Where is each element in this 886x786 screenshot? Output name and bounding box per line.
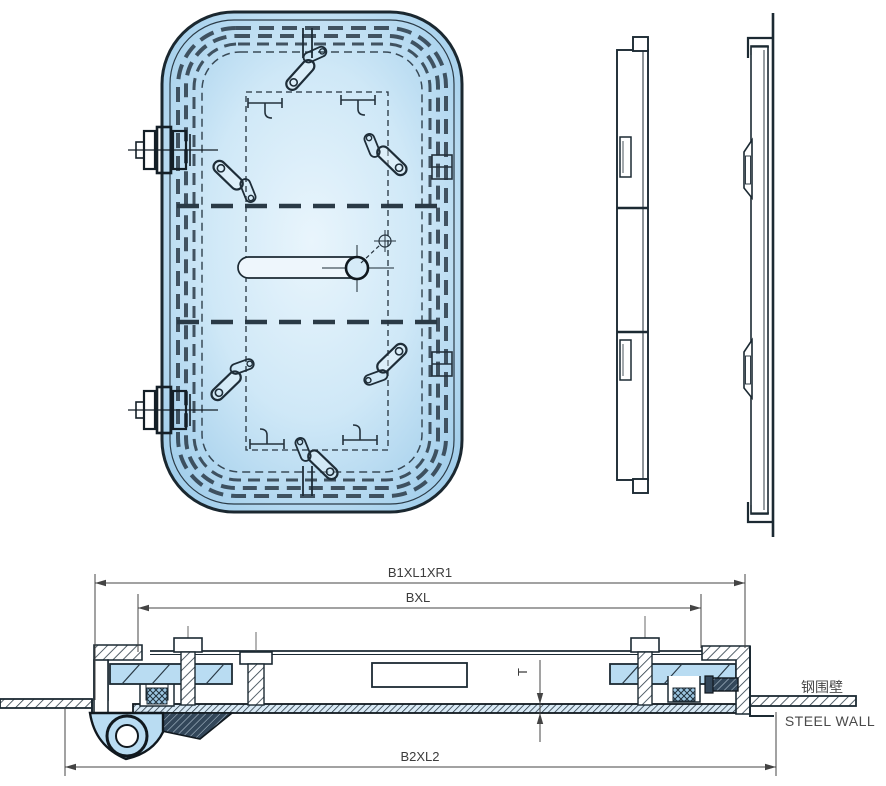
section-view (0, 616, 857, 761)
dim-bxl (137, 594, 702, 652)
hinge-bottom (128, 385, 218, 435)
dimensions (64, 574, 777, 776)
frame-right (701, 645, 774, 717)
handle-boss-section (371, 662, 468, 688)
stiffener-lines (177, 203, 448, 325)
dim-b1xl1xr1 (94, 574, 746, 700)
steel-wall-right (747, 695, 857, 707)
edge-clips (431, 154, 453, 377)
steel-wall-left (0, 698, 93, 709)
clamp-left (109, 626, 273, 706)
dim-b2xl2 (64, 708, 777, 776)
side-dog-tab-upper (743, 137, 753, 201)
door-handle (237, 230, 396, 292)
label-steel-wall-cn: 钢围壁 (801, 679, 843, 695)
label-dim-inner: BXL (406, 590, 431, 605)
dim-thickness (536, 660, 544, 742)
side-view-door (616, 36, 649, 494)
label-dim-outer: B1XL1XR1 (388, 565, 452, 580)
stopper-ticks (302, 28, 313, 496)
hinge-section (88, 711, 235, 761)
hinge-top (128, 125, 218, 175)
label-steel-wall-en: STEEL WALL (785, 713, 875, 729)
label-dim-overall: B2XL2 (400, 749, 439, 764)
side-dog-tab-lower (743, 337, 753, 401)
side-view-mounted (743, 13, 775, 537)
front-view (128, 10, 464, 514)
label-plate-thickness: T (515, 668, 530, 676)
